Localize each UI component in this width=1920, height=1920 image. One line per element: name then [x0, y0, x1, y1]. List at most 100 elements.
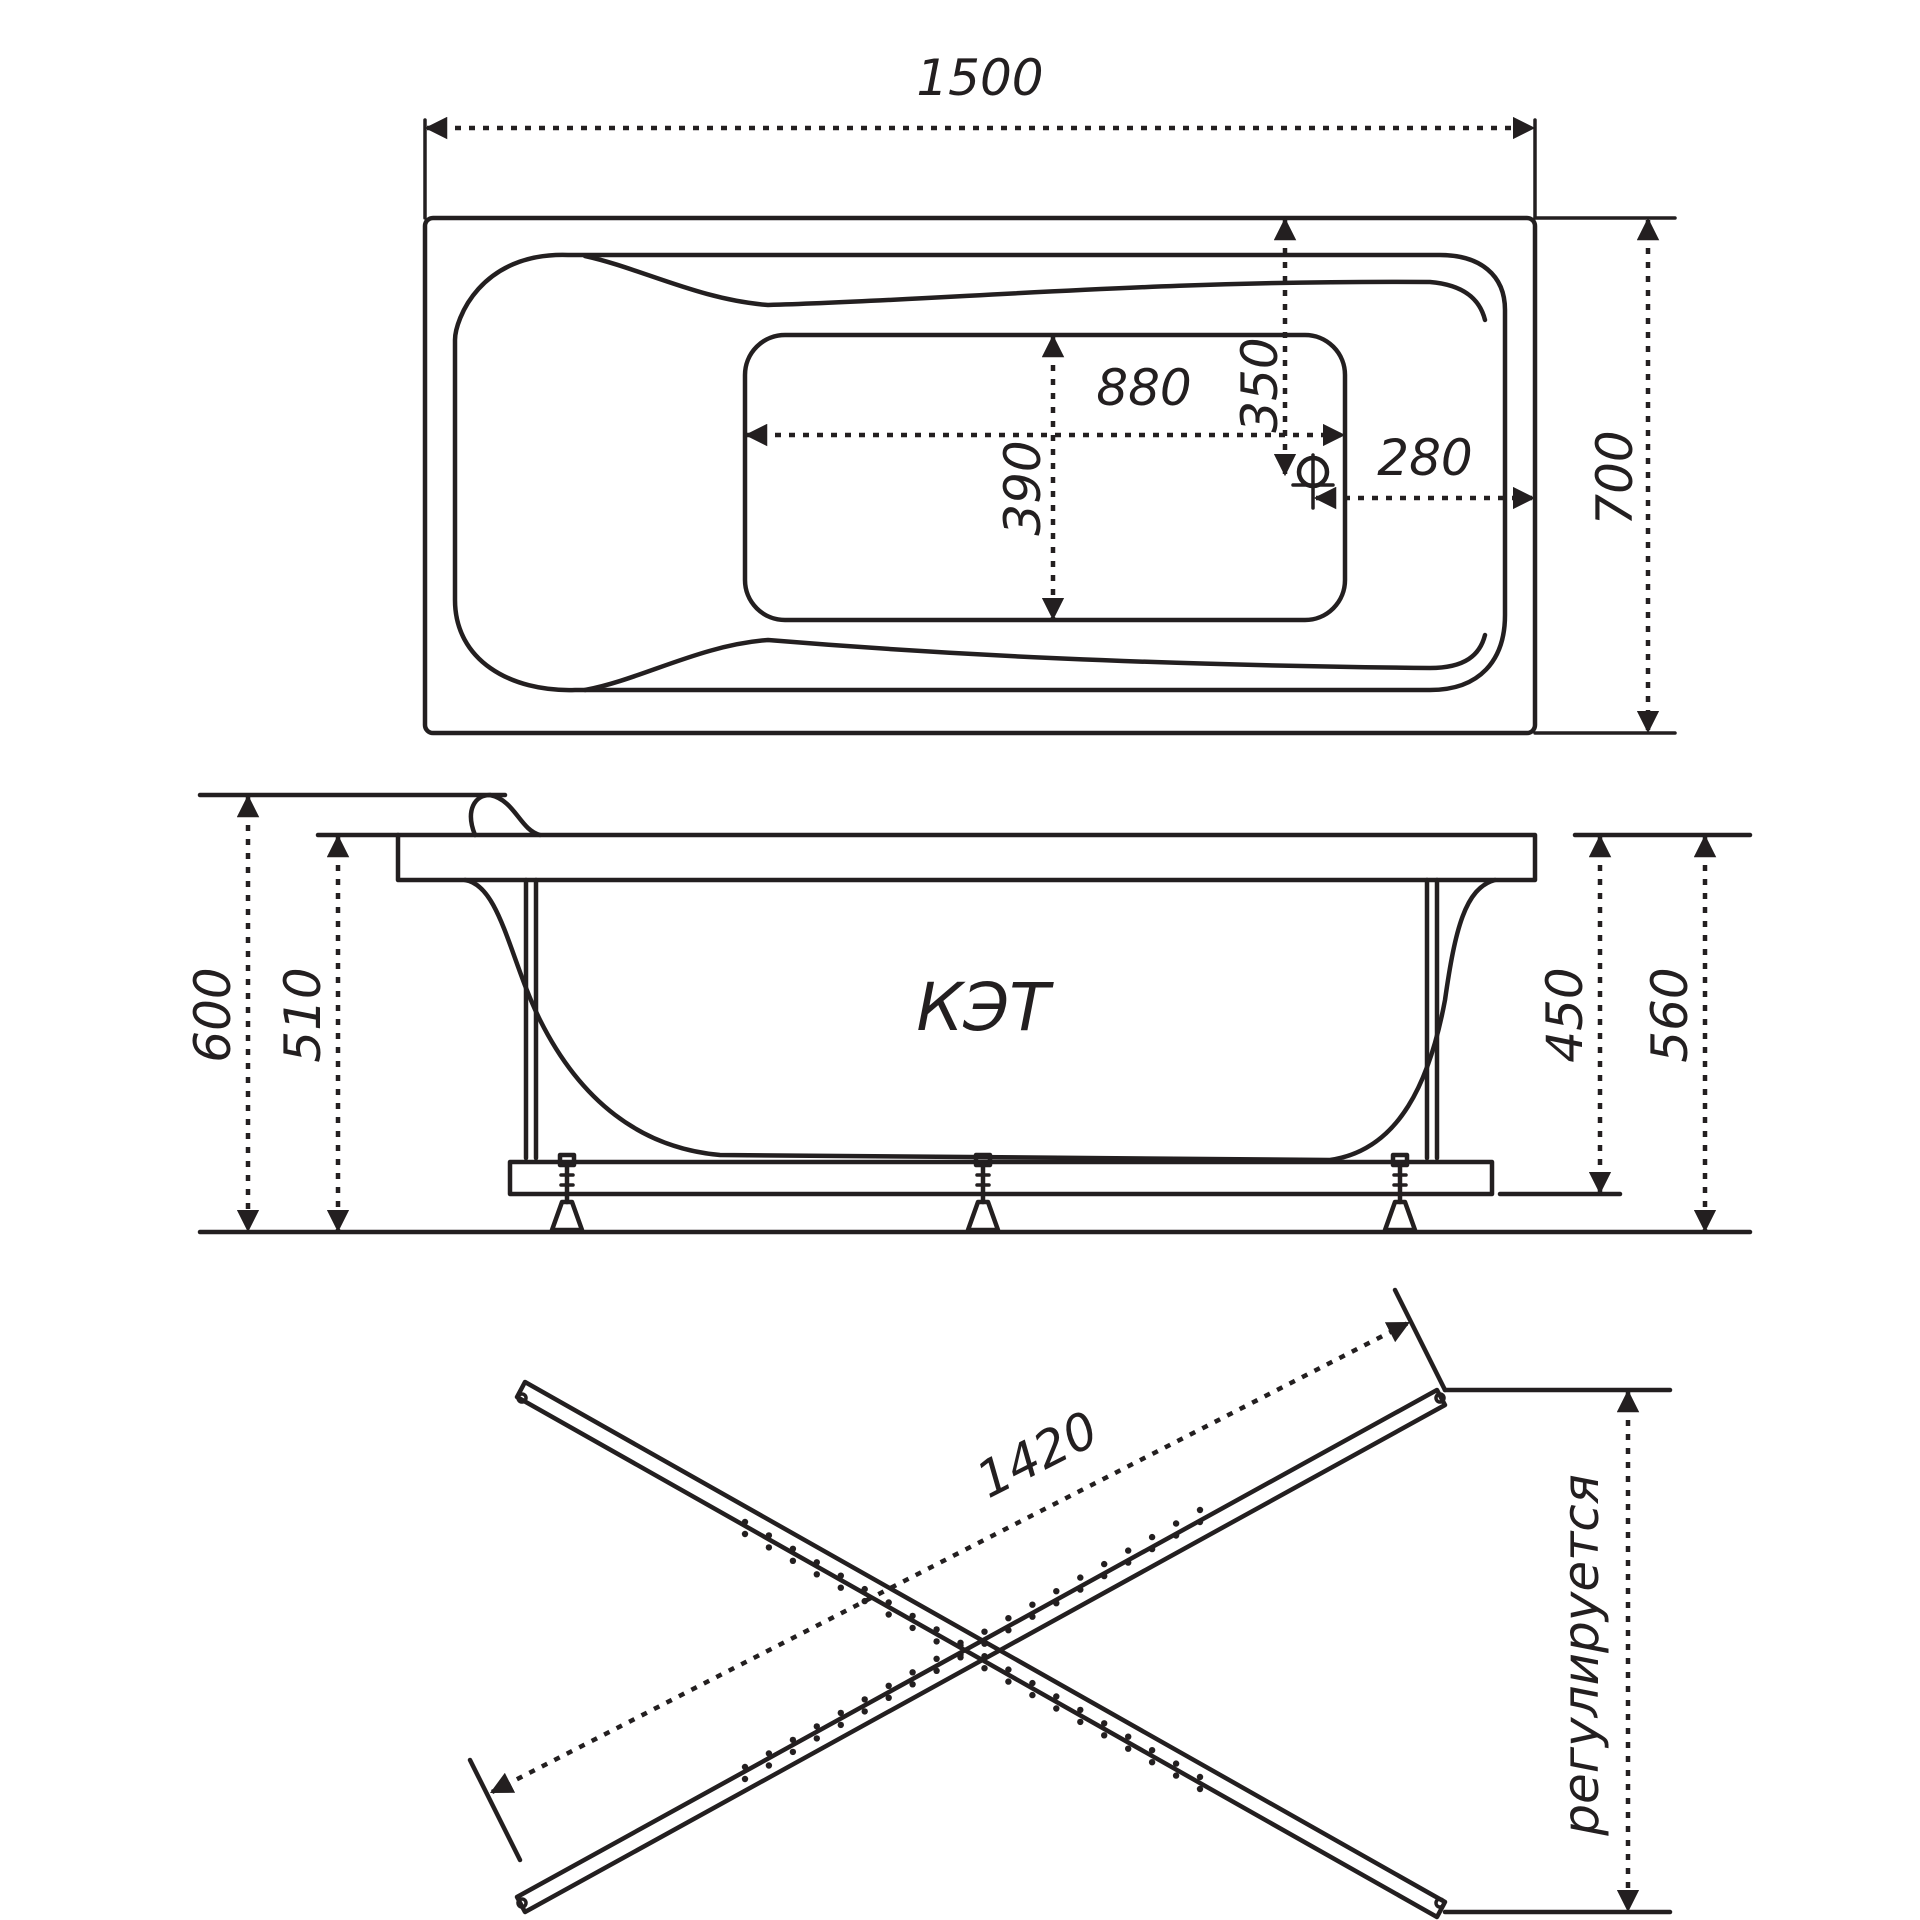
frame-hole [741, 1763, 749, 1771]
frame-hole [1005, 1666, 1012, 1673]
frame-hole [741, 1530, 749, 1538]
dim-adjustable-label: регулируется [1552, 1474, 1610, 1837]
frame-hole [1125, 1559, 1132, 1566]
frame-hole [933, 1626, 940, 1633]
side-view: КЭТ 600 510 450 560 [184, 792, 1753, 1235]
frame-hole [1053, 1705, 1060, 1712]
frame-hole [933, 1638, 940, 1645]
frame-view: 1420 регулируется [467, 1287, 1673, 1920]
frame-hole [1029, 1691, 1036, 1699]
tub-backrest-top [582, 253, 1488, 323]
frame-hole [981, 1665, 988, 1672]
frame-hole [1196, 1773, 1204, 1781]
frame-hole [957, 1654, 964, 1661]
frame-hole [1196, 1785, 1204, 1793]
dim-height-rim-label: 510 [274, 967, 332, 1062]
frame-hole [1148, 1545, 1156, 1553]
frame-hole [813, 1571, 820, 1578]
tub-outline-top [422, 215, 1538, 736]
frame-hole [885, 1694, 892, 1702]
frame-hole [1053, 1588, 1060, 1595]
frame-hole [885, 1611, 892, 1618]
frame-hole [861, 1585, 868, 1593]
frame-hole [1053, 1600, 1060, 1607]
frame-hole [741, 1775, 749, 1783]
frame-adjust-holes [741, 1506, 1204, 1793]
tub-bowl [462, 877, 1498, 1163]
dim-length-label: 1500 [916, 49, 1043, 107]
dim-bottom-width-label: 390 [994, 440, 1052, 535]
frame-hole [1172, 1772, 1180, 1779]
frame-hole [1077, 1574, 1084, 1581]
frame-hole [1125, 1547, 1132, 1554]
frame-hole [1172, 1532, 1180, 1539]
frame-base-beam [507, 1159, 1495, 1197]
frame-hole [1077, 1718, 1084, 1726]
frame-hole [1196, 1506, 1204, 1514]
frame-hole [1077, 1586, 1084, 1593]
tub-inner-basin [452, 252, 1508, 693]
frame-hole [1077, 1706, 1084, 1714]
frame-hole [933, 1667, 940, 1675]
frame-hole [765, 1532, 773, 1539]
frame-hole [981, 1653, 988, 1660]
frame-hole [789, 1545, 797, 1553]
frame-hole [1101, 1572, 1108, 1580]
frame-hole [981, 1628, 988, 1635]
dim-height-total-label: 600 [184, 967, 242, 1062]
frame-hole [1148, 1747, 1156, 1754]
frame-hole [909, 1681, 916, 1688]
frame-hole [1005, 1627, 1012, 1634]
frame-hole [765, 1762, 773, 1769]
frame-hole [837, 1572, 844, 1579]
frame-hole [933, 1655, 940, 1663]
frame-hole [1196, 1518, 1204, 1526]
adjustable-foot-right [1382, 1152, 1418, 1233]
frame-hole [789, 1748, 797, 1756]
frame-hole [1148, 1533, 1156, 1541]
frame-hole [789, 1557, 797, 1565]
frame-hole [1148, 1759, 1156, 1766]
frame-hole [837, 1709, 844, 1717]
frame-hole [1125, 1745, 1132, 1752]
frame-hole [861, 1708, 868, 1715]
frame-hole [1005, 1615, 1012, 1622]
dim-width-label: 700 [1586, 430, 1644, 525]
frame-hole [885, 1682, 892, 1690]
frame-hole [1101, 1560, 1108, 1568]
dim-drain-side-label: 350 [1231, 337, 1289, 432]
frame-hole [909, 1669, 916, 1676]
frame-hole [765, 1750, 773, 1757]
frame-hole [909, 1624, 916, 1632]
frame-hole [1101, 1720, 1108, 1727]
frame-hole [1172, 1520, 1180, 1527]
frame-hole [1029, 1613, 1036, 1620]
dim-drain-end-label: 280 [1377, 429, 1472, 487]
frame-hole [837, 1584, 844, 1591]
frame-hole [1005, 1678, 1012, 1685]
frame-hole [813, 1723, 820, 1730]
frame-hole [837, 1721, 844, 1729]
frame-hole [741, 1518, 749, 1526]
frame-hole [1101, 1732, 1108, 1739]
frame-hole [813, 1559, 820, 1566]
frame-hole [861, 1696, 868, 1703]
frame-hole [789, 1736, 797, 1744]
frame-hole [813, 1735, 820, 1742]
tub-headrest [468, 792, 543, 838]
tub-rim [395, 832, 1538, 883]
frame-hole [1125, 1733, 1132, 1740]
frame-hole [1172, 1760, 1180, 1767]
frame-hole [1029, 1601, 1036, 1608]
frame-hole [909, 1612, 916, 1620]
tub-backrest-bottom [582, 632, 1488, 693]
frame-hole [957, 1642, 964, 1649]
frame-hole [981, 1640, 988, 1647]
frame-hole [1053, 1693, 1060, 1700]
dim-bottom-length-label: 880 [1096, 359, 1191, 417]
top-view: 1500 700 880 390 350 280 [422, 49, 1677, 736]
dim-height-frame-label: 450 [1536, 967, 1594, 1062]
drain-icon [1291, 453, 1335, 510]
dim-leg-length-label: 1420 [967, 1400, 1107, 1509]
